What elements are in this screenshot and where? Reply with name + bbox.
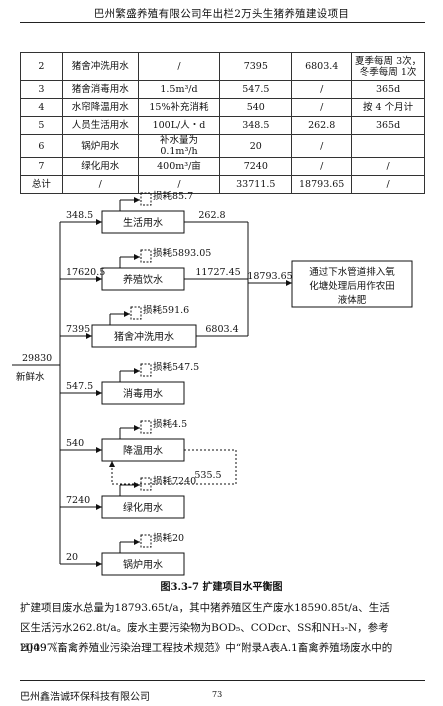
loss-value: 损耗7240 xyxy=(153,475,196,487)
process-box-label: 绿化用水 xyxy=(123,501,163,514)
table-cell-name: 锅炉用水 xyxy=(61,134,139,158)
process-box-label: 养殖饮水 xyxy=(123,273,163,286)
table-cell-remark: 365d xyxy=(351,116,425,135)
loss-value: 损耗4.5 xyxy=(153,418,187,430)
recycle-dashed-line xyxy=(109,449,237,485)
table-cell-no: 总计 xyxy=(20,175,63,194)
loss-value: 损耗85.7 xyxy=(153,190,193,202)
outflow-value: 262.8 xyxy=(198,210,225,221)
inflow-value: 7395 xyxy=(66,324,90,335)
destination-label: 通过下水管道排入氧 xyxy=(309,266,395,278)
inflow-value: 547.5 xyxy=(66,381,93,392)
process-box-label: 猪舍冲洗用水 xyxy=(114,330,174,343)
loss-value: 损耗591.6 xyxy=(143,304,189,316)
inflow-value: 7240 xyxy=(66,495,90,506)
table-cell-std: / xyxy=(137,52,221,81)
process-box-label: 锅炉用水 xyxy=(123,559,163,571)
table-cell-waste: 18793.65 xyxy=(291,175,353,194)
loss-box xyxy=(140,534,152,548)
loss-box xyxy=(130,306,142,320)
figure-caption: 图3.3-7 扩建项目水平衡图 xyxy=(160,582,283,593)
body-paragraph-line: 区生活污水262.8t/a。废水主要污染物为BOD₅、CODcr、SS和NH₃-… xyxy=(20,622,389,654)
recycle-value: 535.5 xyxy=(194,470,221,481)
inflow-value: 17620.5 xyxy=(66,267,105,278)
footer-divider xyxy=(20,680,425,681)
loss-value: 损耗547.5 xyxy=(153,361,199,373)
process-box-label: 降温用水 xyxy=(123,444,163,457)
loss-box xyxy=(140,192,152,206)
total-value: 18793.65 xyxy=(247,271,292,282)
process-box-label: 生活用水 xyxy=(123,216,163,229)
destination-box xyxy=(291,260,413,308)
outflow-value: 6803.4 xyxy=(205,324,238,335)
inflow-value: 348.5 xyxy=(66,210,93,221)
loss-box xyxy=(140,420,152,434)
body-paragraph-line: 扩建项目废水总量为18793.65t/a，其中猪养殖区生产废水18590.85t… xyxy=(20,602,390,614)
table-cell-water: 20 xyxy=(219,134,293,158)
page-header: 巴州繁盛养殖有限公司年出栏2万头生猪养殖建设项目 xyxy=(93,8,350,20)
table-cell-no: 2 xyxy=(20,52,63,81)
loss-value: 损耗20 xyxy=(153,532,184,544)
source-label: 新鲜水 xyxy=(16,371,45,383)
table-cell-waste: / xyxy=(291,134,353,158)
loss-box xyxy=(140,363,152,377)
inflow-value: 20 xyxy=(66,552,78,563)
table-cell-water: 33711.5 xyxy=(219,175,293,194)
header-divider xyxy=(20,22,425,23)
outflow-value: 11727.45 xyxy=(195,267,240,278)
source-value: 29830 xyxy=(22,353,52,364)
destination-label: 液体肥 xyxy=(338,294,367,306)
body-paragraph-line: 2009《畜禽养殖业污染治理工程技术规范》中“附录A表A.1畜禽养殖场废水中的 xyxy=(20,642,393,654)
table-cell-name: 猪舍冲洗用水 xyxy=(61,52,139,81)
destination-label: 化塘处理后用作农田 xyxy=(309,280,395,292)
loss-value: 损耗5893.05 xyxy=(153,247,211,259)
footer-company: 巴州鑫浩诚环保科技有限公司 xyxy=(20,692,150,703)
table-cell-remark: / xyxy=(351,175,425,194)
page-number: 73 xyxy=(212,690,223,699)
process-box-label: 消毒用水 xyxy=(123,387,163,400)
inflow-value: 540 xyxy=(66,438,84,449)
loss-box xyxy=(140,249,152,263)
table-cell-std: / xyxy=(137,175,221,194)
table-cell-no: 6 xyxy=(20,134,63,158)
table-cell-remark xyxy=(351,134,425,158)
loss-box xyxy=(140,477,152,491)
